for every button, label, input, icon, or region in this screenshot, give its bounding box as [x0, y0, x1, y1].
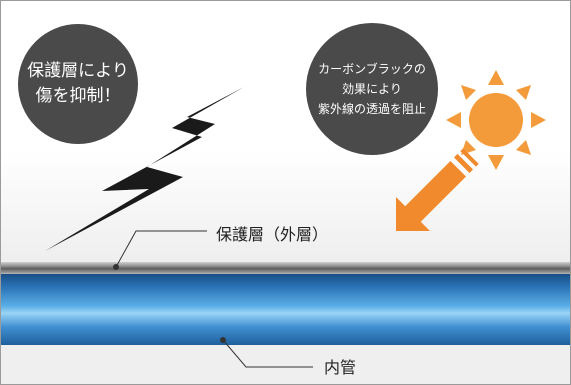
uv-block-bubble: カーボンブラックの 効果により 紫外線の透過を阻止: [306, 23, 438, 155]
sun-icon: [446, 70, 546, 170]
protective-outer-layer: [1, 262, 570, 274]
inner-pipe-body: [1, 274, 570, 345]
uv-block-bubble-line-2: 効果により: [342, 82, 402, 96]
outer-layer-label: 保護層（外層）: [216, 225, 329, 244]
uv-block-bubble-line-1: カーボンブラックの: [318, 62, 426, 76]
uv-block-bubble-line-3: 紫外線の透過を阻止: [317, 102, 426, 116]
protection-bubble-line-1: 保護層により: [27, 61, 129, 81]
lightning-icon: [45, 87, 244, 251]
protection-bubble-line-2: 傷を抑制！: [35, 86, 121, 106]
inner-pipe-area: [1, 345, 570, 384]
protection-bubble: 保護層により 傷を抑制！: [18, 24, 138, 144]
outer-layer-leader: [113, 230, 207, 270]
uv-arrow-icon: [396, 148, 479, 231]
inner-pipe-label: 内管: [324, 358, 357, 377]
inner-pipe-leader: [220, 337, 313, 368]
